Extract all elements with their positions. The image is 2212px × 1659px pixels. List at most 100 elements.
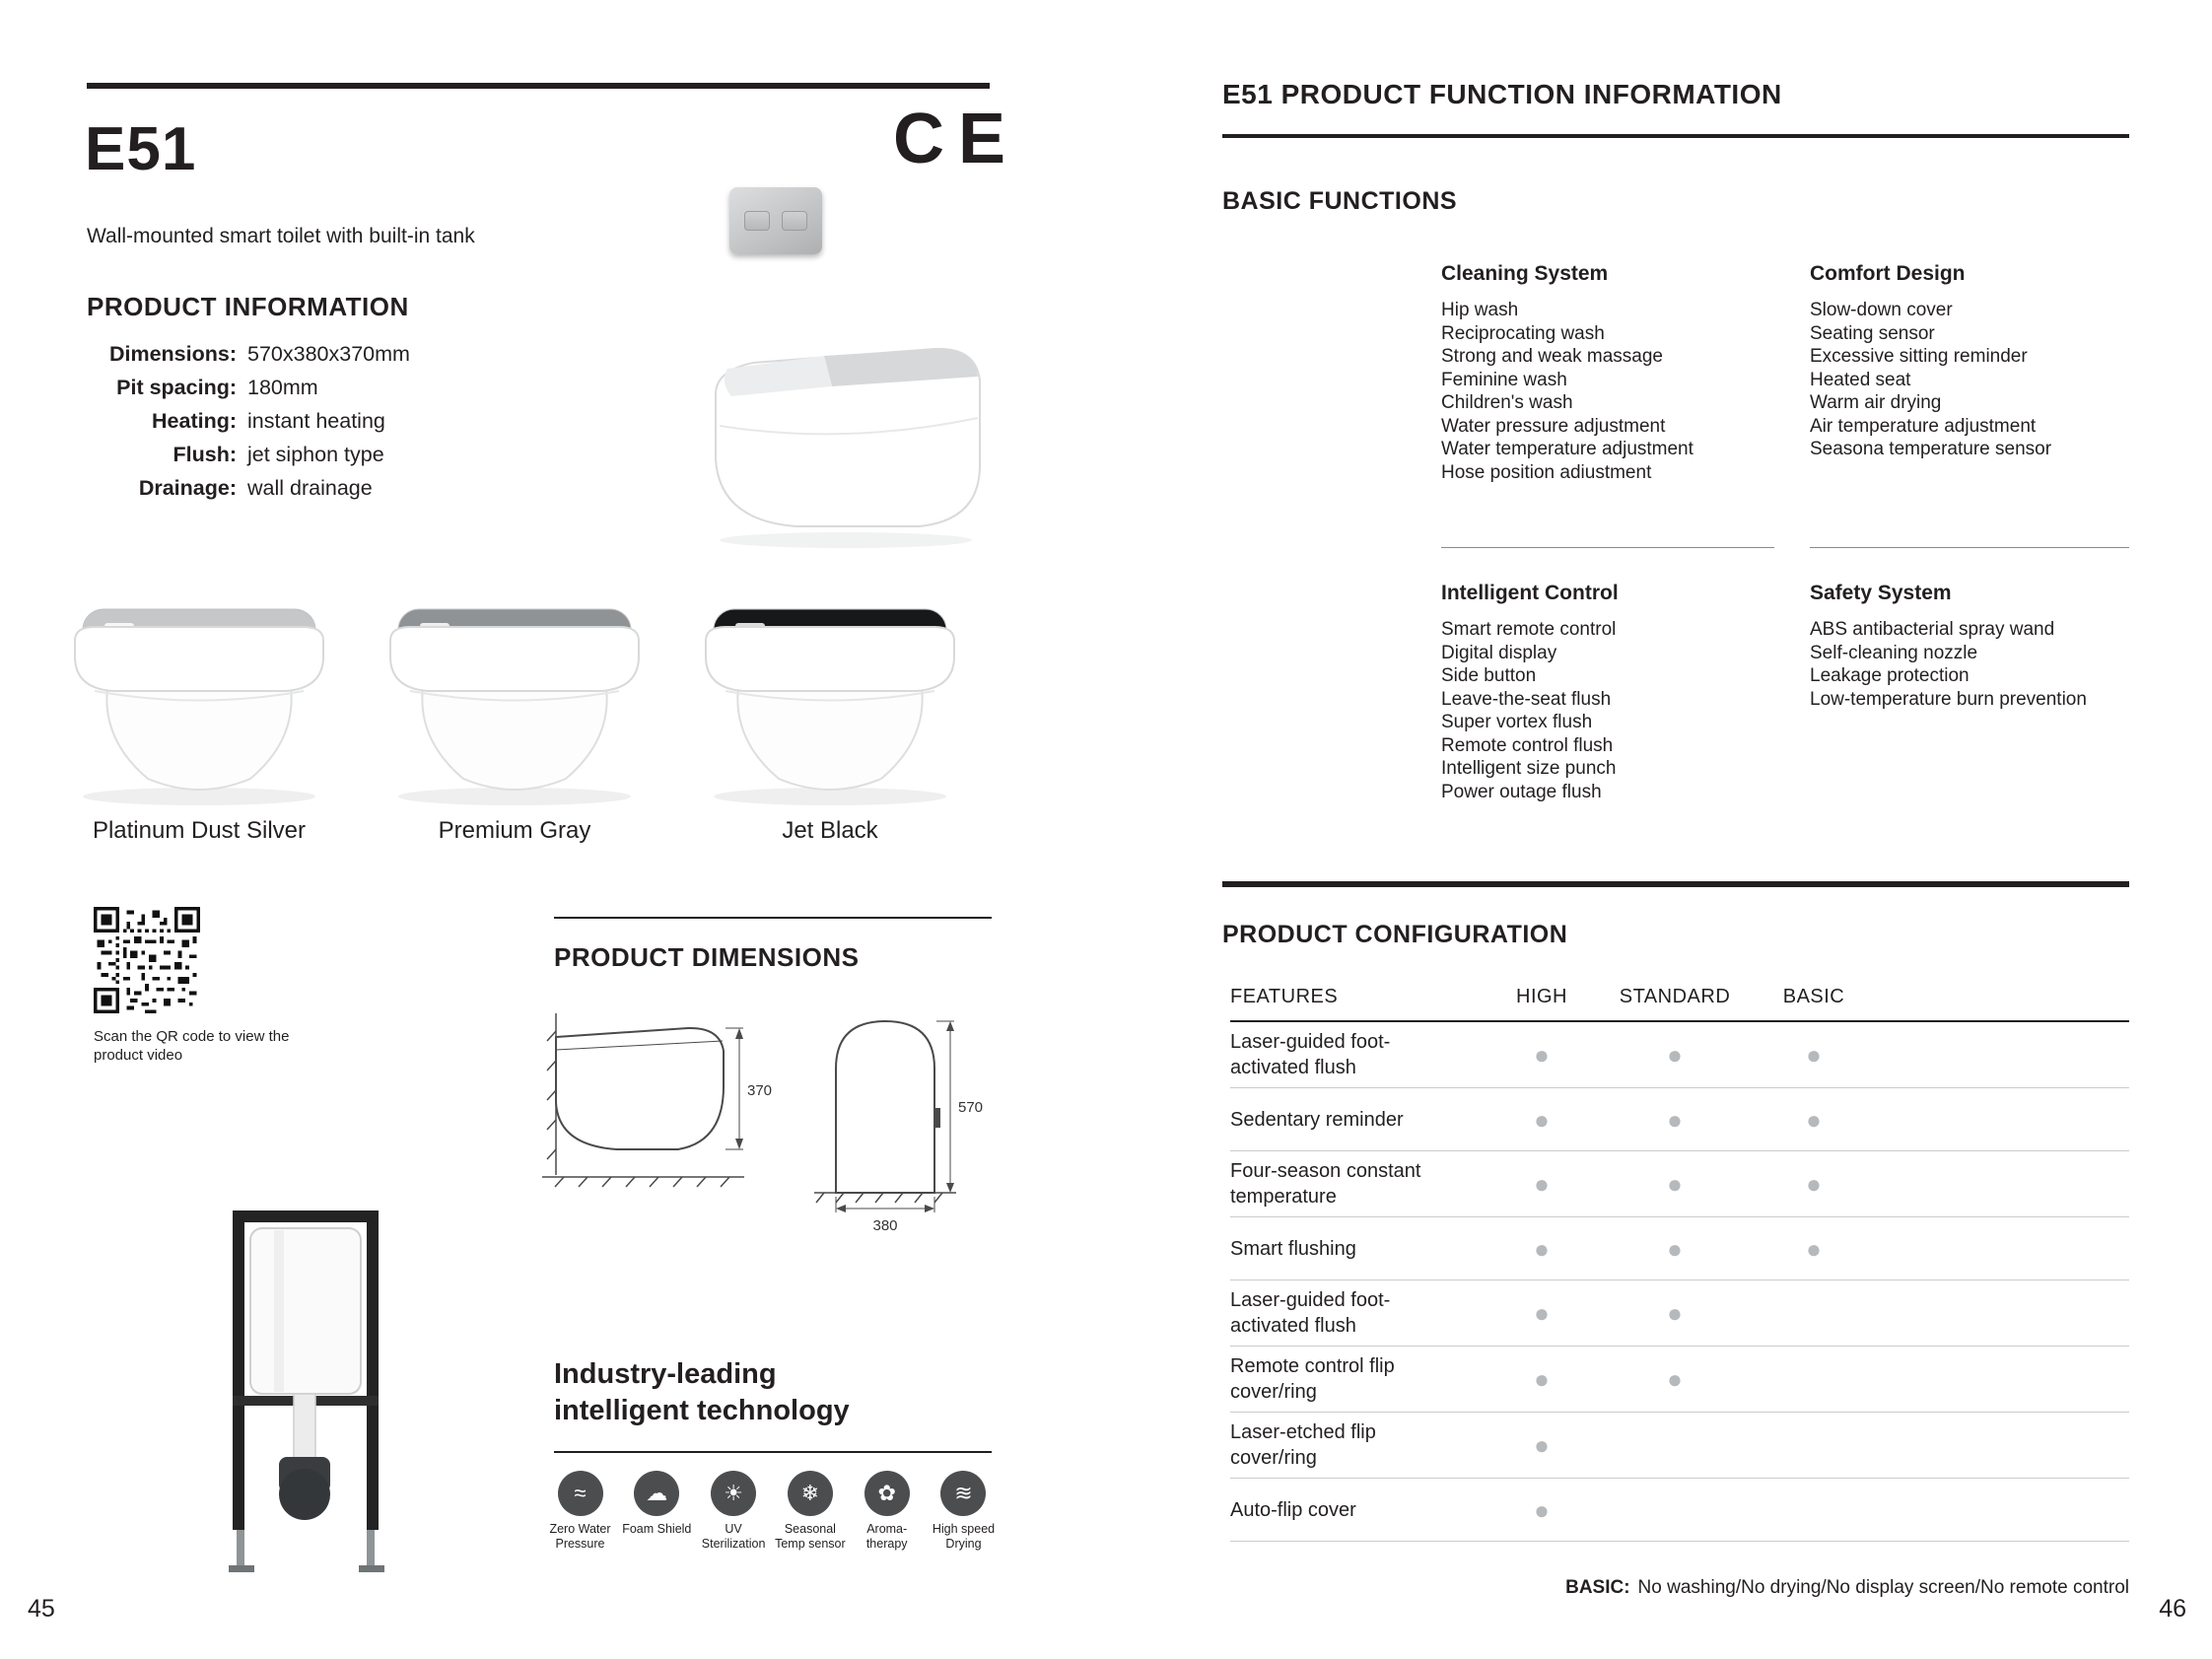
function-item: Seating sensor [1810,322,1935,344]
page-left: E51 CE Wall-mounted smart toilet with bu… [28,83,1020,1623]
spec-label: Drainage: [138,476,237,500]
function-item: Children's wash [1441,392,1573,413]
dot-standard: ● [1667,1104,1683,1135]
tech-icon-label: Aroma-therapy [865,1522,908,1551]
dot-high: ● [1534,1104,1550,1135]
config-table-header: FEATURES HIGH STANDARD BASIC [1230,986,2129,1022]
tech-icon-item: ✿ Aroma-therapy [851,1471,923,1552]
function-info-title: E51 PRODUCT FUNCTION INFORMATION [1222,79,1782,109]
function-item: Feminine wash [1441,369,1567,390]
function-item: Super vortex flush [1441,712,1593,732]
function-group-comfort-design: Comfort Design Slow-down cover Seating s… [1810,262,2157,461]
tech-icon-item: ≋ High speed Drying [928,1471,1000,1552]
variant-toilet-image [705,608,955,805]
config-table-row: Remote control flip cover/ring ● ● [1230,1347,2129,1413]
page-number-right: 46 [2159,1595,2186,1623]
spec-row: Heating: instant heating [87,404,520,438]
dot-standard: ● [1667,1298,1683,1328]
config-table-row: Smart flushing ● ● ● [1230,1217,2129,1280]
tech-icon-item: ☀ UV Sterilization [698,1471,770,1552]
dot-high: ● [1534,1430,1550,1460]
dot-high: ● [1534,1298,1550,1328]
dim-depth-label: 570 [958,1099,983,1116]
config-table-row: Four-season constant temperature ● ● ● [1230,1151,2129,1217]
column-divider [1441,547,1774,548]
function-item: Digital display [1441,642,1557,663]
function-item: Warm air drying [1810,392,1942,413]
dimension-drawings: 370 570 380 [542,1013,983,1234]
ce-mark-icon: CE [893,100,1020,178]
uv-sterilization-icon: ☀ [711,1471,757,1516]
group-title: Safety System [1810,582,1952,604]
foam-shield-icon: ☁ [634,1471,680,1516]
variant-premium-gray: Premium Gray [367,582,662,845]
page-right: E51 PRODUCT FUNCTION INFORMATION BASIC F… [1106,0,2212,1659]
tech-icon-label: Foam Shield [622,1522,692,1536]
configuration-table: FEATURES HIGH STANDARD BASIC Laser-guide… [1230,986,2129,1542]
dot-high: ● [1534,1494,1550,1525]
group-item-list: Smart remote control Digital display Sid… [1441,618,1788,803]
group-title: Comfort Design [1810,262,1966,285]
config-table-row: Laser-etched flip cover/ring ● [1230,1413,2129,1479]
function-group-intelligent-control: Intelligent Control Smart remote control… [1441,582,1788,803]
function-item: Intelligent size punch [1441,758,1617,779]
spec-row: Pit spacing: 180mm [87,371,520,404]
spec-value: instant heating [247,409,385,433]
dot-basic: ● [1806,1104,1822,1135]
function-item: Strong and weak massage [1441,346,1663,367]
group-item-list: ABS antibacterial spray wand Self-cleani… [1810,618,2157,711]
tech-icon-label: High speed Drying [932,1522,996,1551]
spec-label: Pit spacing: [116,376,237,399]
qr-caption: Scan the QR code to view the product vid… [94,1028,290,1064]
model-title: E51 [85,115,197,183]
feature-name: Laser-etched flip cover/ring [1230,1421,1376,1469]
basic-functions-title: BASIC FUNCTIONS [1222,187,1458,215]
function-item: Reciprocating wash [1441,322,1605,344]
function-item: Hip wash [1441,300,1519,320]
function-item: Leakage protection [1810,665,1970,686]
dot-standard: ● [1667,1169,1683,1199]
function-item: Smart remote control [1441,619,1617,640]
high-speed-drying-icon: ≋ [940,1471,987,1516]
dot-high: ● [1534,1364,1550,1394]
dot-standard: ● [1667,1040,1683,1070]
dot-standard: ● [1667,1233,1683,1264]
dot-high: ● [1534,1233,1550,1264]
dot-basic: ● [1806,1233,1822,1264]
top-view-drawing: 570 380 [814,1019,983,1234]
model-subtitle: Wall-mounted smart toilet with built-in … [87,225,475,247]
product-info-title: PRODUCT INFORMATION [87,292,409,321]
spec-label: Flush: [173,443,238,466]
dot-high: ● [1534,1169,1550,1199]
group-title: Intelligent Control [1441,582,1619,604]
dot-standard: ● [1667,1364,1683,1394]
group-title: Cleaning System [1441,262,1609,285]
function-item: Heated seat [1810,369,1911,390]
variant-label: Premium Gray [438,817,591,844]
page-number-left: 45 [28,1595,55,1623]
zero-water-pressure-icon: ≈ [557,1471,603,1516]
feature-name: Remote control flip cover/ring [1230,1355,1395,1403]
config-table-row: Laser-guided foot-activated flush ● ● [1230,1280,2129,1347]
qr-code [94,907,200,1013]
column-high: HIGH [1516,986,1567,1007]
column-features: FEATURES [1230,986,1339,1007]
config-table-row: Auto-flip cover ● [1230,1479,2129,1542]
spec-value: 570x380x370mm [247,342,410,366]
dimensions-rule [554,917,992,919]
function-item: Slow-down cover [1810,300,1953,320]
config-table-row: Laser-guided foot-activated flush ● ● ● [1230,1022,2129,1088]
feature-name: Sedentary reminder [1230,1108,1404,1131]
variant-toilet-image [389,608,640,805]
seasonal-temp-sensor-icon: ❄ [787,1471,833,1516]
function-item: Side button [1441,665,1537,686]
dot-basic: ● [1806,1040,1822,1070]
hero-toilet-image [715,347,981,548]
technology-icon-row: ≈ Zero Water Pressure ☁ Foam Shield ☀ UV… [544,1471,1000,1552]
tech-icon-label: Seasonal Temp sensor [775,1522,846,1551]
function-item: Self-cleaning nozzle [1810,642,1978,663]
concealed-tank-image [229,1210,384,1572]
column-standard: STANDARD [1619,986,1731,1007]
dimensions-title: PRODUCT DIMENSIONS [554,942,860,972]
function-item: Hose position adiustment [1441,461,1652,483]
